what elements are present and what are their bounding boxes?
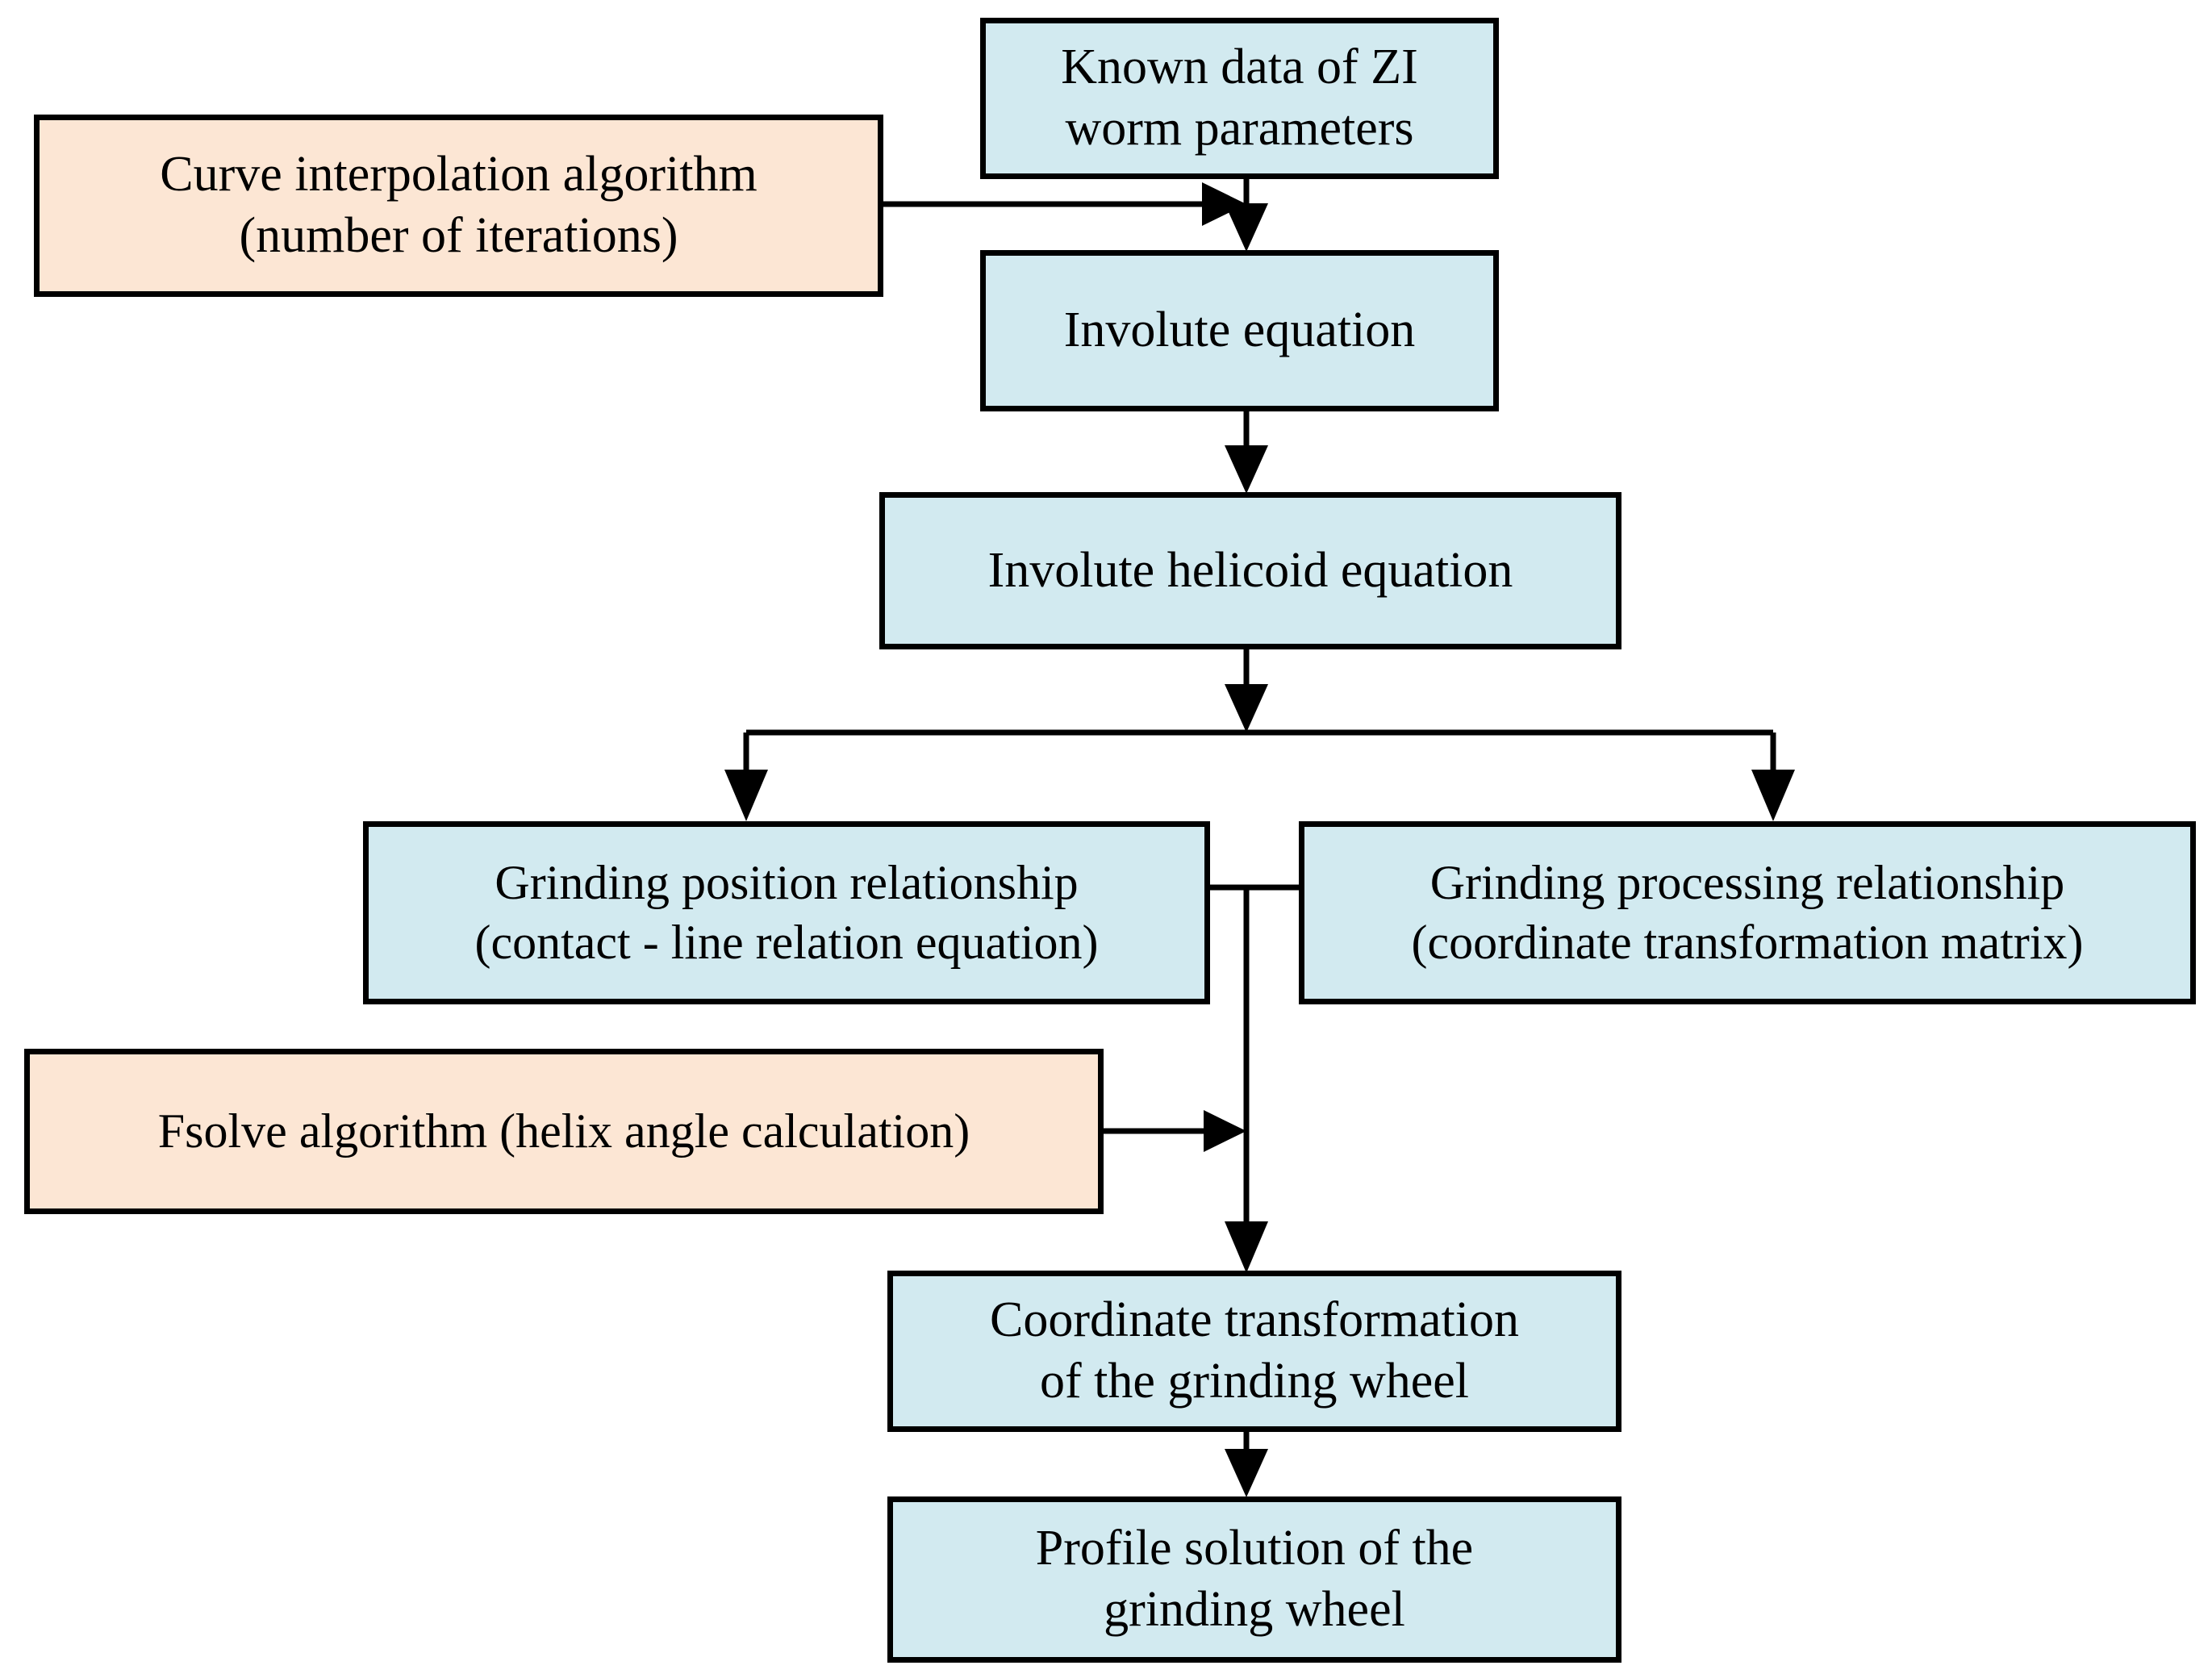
node-grinding-position-relationship[interactable]: Grinding position relationship(contact -… [363, 821, 1210, 1004]
arrowhead-bus-to-position [724, 770, 768, 821]
node-involute-helicoid-label: Involute helicoid equation [987, 542, 1513, 598]
arrowhead-fsolve-to-coord [1204, 1110, 1246, 1152]
arrowhead-coord-to-profile [1225, 1449, 1268, 1497]
arrowhead-helicoid-bus [1225, 684, 1268, 733]
node-fsolve-algorithm[interactable]: Fsolve algorithm (helix angle calculatio… [24, 1049, 1104, 1214]
node-curve-interpolation-label: Curve interpolation algorithm(number of … [160, 147, 758, 263]
arrowhead-bus-to-processing [1751, 770, 1795, 821]
node-grinding-processing-relationship[interactable]: Grinding processing relationship(coordin… [1299, 821, 2196, 1004]
arrowhead-merge-to-coord [1225, 1221, 1268, 1273]
node-curve-interpolation-algorithm[interactable]: Curve interpolation algorithm(number of … [34, 115, 883, 297]
node-grinding-position-label: Grinding position relationship(contact -… [474, 856, 1099, 969]
node-grinding-processing-label: Grinding processing relationship(coordin… [1411, 856, 2084, 969]
arrowhead-involute-to-helicoid [1225, 445, 1268, 494]
node-involute-equation[interactable]: Involute equation [980, 250, 1499, 411]
arrowhead-curve-to-involute [1202, 182, 1246, 226]
node-involute-helicoid-equation[interactable]: Involute helicoid equation [879, 492, 1621, 649]
arrowhead-known-to-involute [1225, 203, 1268, 252]
node-involute-equation-label: Involute equation [1063, 303, 1416, 358]
node-fsolve-algorithm-label: Fsolve algorithm (helix angle calculatio… [157, 1104, 970, 1158]
